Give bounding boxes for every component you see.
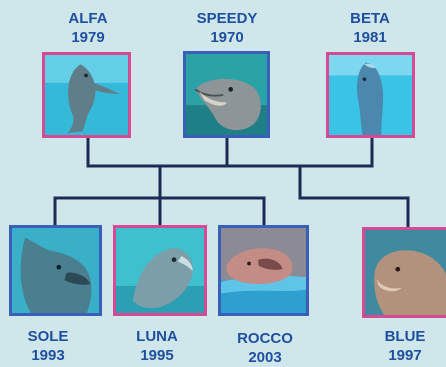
node-label-rocco: ROCCO 2003 (210, 329, 320, 367)
photo-rocco (218, 225, 309, 316)
node-label-beta: BETA 1981 (315, 9, 425, 47)
photo-blue (362, 227, 446, 318)
year-sole: 1993 (0, 346, 103, 365)
year-luna: 1995 (102, 346, 212, 365)
photo-beta (326, 52, 415, 138)
name-rocco: ROCCO (210, 329, 320, 348)
node-label-luna: LUNA 1995 (102, 327, 212, 365)
year-rocco: 2003 (210, 348, 320, 367)
node-label-speedy: SPEEDY 1970 (172, 9, 282, 47)
dolphin-photo-luna (116, 228, 204, 313)
photo-sole (9, 225, 102, 316)
dolphin-photo-rocco (221, 228, 306, 313)
dolphin-photo-sole (12, 228, 99, 313)
name-sole: SOLE (0, 327, 103, 346)
dolphin-photo-speedy (186, 54, 267, 135)
photo-luna (113, 225, 207, 316)
dolphin-photo-blue (365, 230, 446, 315)
node-label-sole: SOLE 1993 (0, 327, 103, 365)
name-blue: BLUE (350, 327, 446, 346)
year-speedy: 1970 (172, 28, 282, 47)
year-alfa: 1979 (33, 28, 143, 47)
name-speedy: SPEEDY (172, 9, 282, 28)
node-label-blue: BLUE 1997 (350, 327, 446, 365)
photo-speedy (183, 51, 270, 138)
dolphin-photo-beta (329, 55, 412, 135)
year-blue: 1997 (350, 346, 446, 365)
name-alfa: ALFA (33, 9, 143, 28)
node-label-alfa: ALFA 1979 (33, 9, 143, 47)
name-beta: BETA (315, 9, 425, 28)
dolphin-photo-alfa (45, 55, 128, 135)
year-beta: 1981 (315, 28, 425, 47)
name-luna: LUNA (102, 327, 212, 346)
photo-alfa (42, 52, 131, 138)
